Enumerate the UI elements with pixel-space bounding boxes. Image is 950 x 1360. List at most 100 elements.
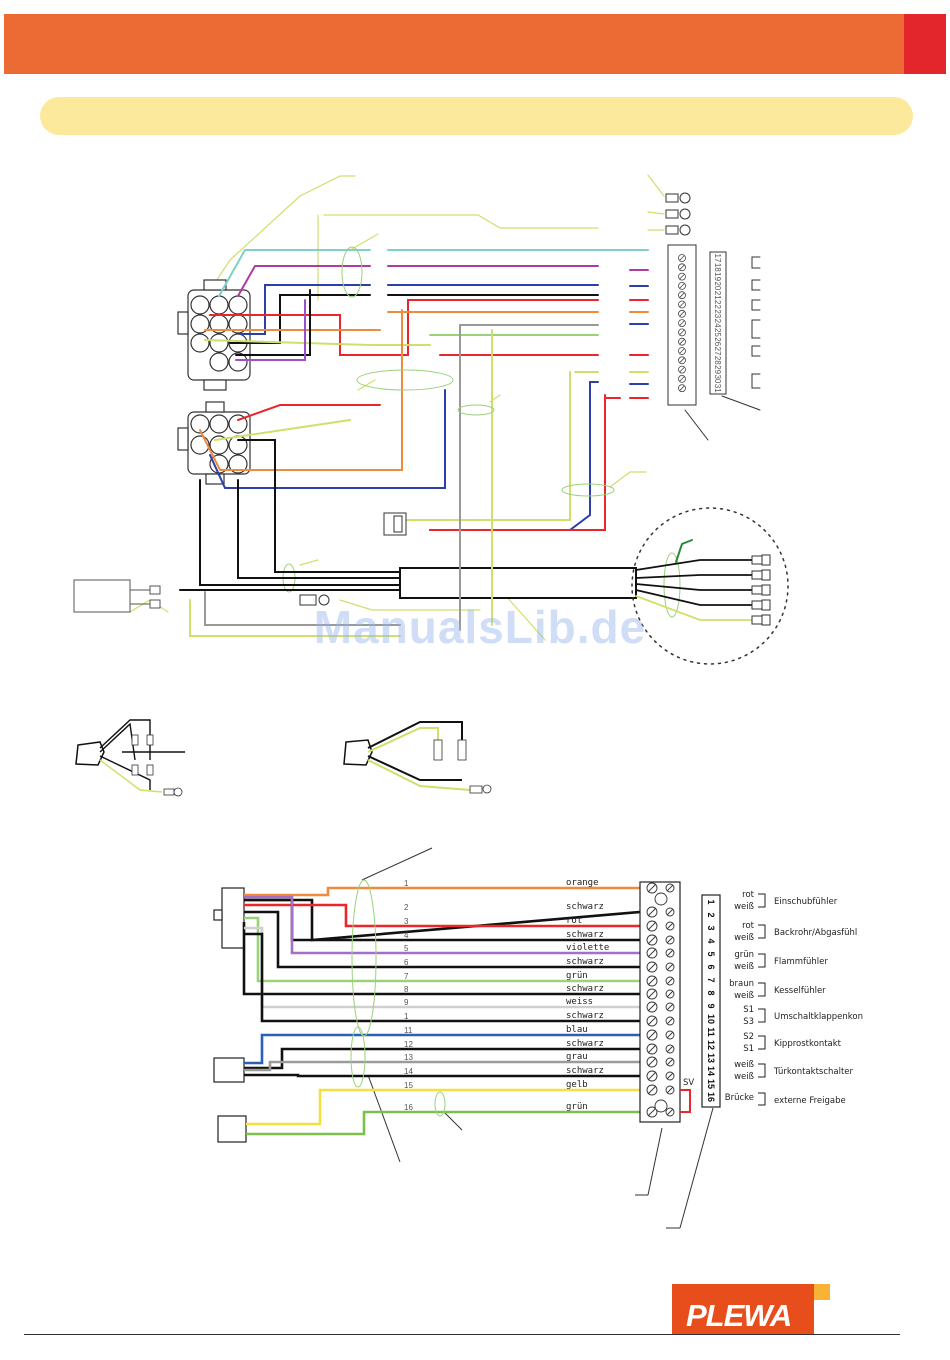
terminal-number: 10 <box>706 1014 716 1024</box>
bottom-wire <box>242 922 640 996</box>
terminal-number: 13 <box>706 1053 716 1063</box>
top-terminal-number: 18 <box>713 263 722 272</box>
group-color-single: Brücke <box>725 1093 754 1103</box>
wire-color-label: rot <box>566 916 582 926</box>
wire-number: 8 <box>404 985 409 994</box>
group-color-top: S2 <box>743 1032 754 1042</box>
wire-color-label: gelb <box>566 1080 588 1090</box>
wire-number: 1 <box>404 1012 409 1021</box>
group-function-label: Flammfühler <box>774 957 828 967</box>
group-function-label: Kipprostkontakt <box>774 1039 842 1049</box>
terminal-number: 15 <box>706 1079 716 1089</box>
group-function-label: externe Freigabe <box>774 1096 846 1106</box>
connector-9pin <box>177 279 251 391</box>
wire-number: 11 <box>404 1026 413 1035</box>
title-pill <box>40 97 913 135</box>
logo-yellow-corner <box>814 1284 830 1300</box>
wire-number: 15 <box>404 1081 413 1090</box>
top-terminal-number: 27 <box>713 347 722 356</box>
wire-number: 13 <box>404 1053 413 1062</box>
group-color-bottom: weiß <box>734 902 754 912</box>
top-terminal-number: 23 <box>713 309 722 318</box>
top-terminal-number: 19 <box>713 272 722 281</box>
wire-color-label: blau <box>566 1025 588 1035</box>
wire-number: 1 <box>404 879 409 888</box>
wire-number: 5 <box>404 944 409 953</box>
wire-color-label: grün <box>566 971 588 981</box>
plewa-logo: PLEWA <box>672 1284 830 1334</box>
wire-color-label: schwarz <box>566 1039 604 1049</box>
wire-color-label: schwarz <box>566 930 604 940</box>
connector-6pin <box>177 401 251 485</box>
wire-number: 9 <box>404 998 409 1007</box>
bottom-wire <box>244 1033 640 1065</box>
terminal-number: 2 <box>706 912 716 917</box>
top-terminal-number: 21 <box>713 291 722 300</box>
bottom-wire <box>244 1060 640 1072</box>
terminal-number: 16 <box>706 1092 716 1102</box>
wire-number: 6 <box>404 958 409 967</box>
top-terminal-number: 26 <box>713 337 722 346</box>
wire-number: 16 <box>404 1103 413 1112</box>
terminal-number: 3 <box>706 925 716 930</box>
top-terminal-number: 25 <box>713 328 722 337</box>
group-color-top: weiß <box>734 1060 754 1070</box>
wire-color-label: schwarz <box>566 957 604 967</box>
bottom-wire <box>246 1110 640 1136</box>
terminal-number: 12 <box>706 1040 716 1050</box>
group-function-label: Umschaltklappenkon <box>774 1012 863 1022</box>
bottom-wire <box>244 916 640 983</box>
terminal-mount-hole <box>654 1099 668 1113</box>
top-terminal-number: 28 <box>713 356 722 365</box>
top-terminal-number: 17 <box>713 254 722 263</box>
terminal-number: 1 <box>706 899 716 904</box>
group-color-top: S1 <box>743 1005 754 1015</box>
terminal-number: 9 <box>706 1003 716 1008</box>
group-color-top: rot <box>742 890 755 900</box>
bottom-wire <box>244 1073 640 1078</box>
wire-number: 2 <box>404 903 409 912</box>
group-color-bottom: weiß <box>734 962 754 972</box>
terminal-number: 7 <box>706 977 716 982</box>
logo-red-block <box>672 1284 814 1334</box>
wire-color-label: grün <box>566 1102 588 1112</box>
group-color-bottom: weiß <box>734 1072 754 1082</box>
terminal-mount-hole <box>654 892 668 906</box>
top-terminal-number: 20 <box>713 281 722 290</box>
header-bar <box>4 14 904 74</box>
group-color-top: grün <box>734 950 754 960</box>
wire-color-label: weiss <box>566 997 593 1007</box>
group-color-top: braun <box>729 979 754 989</box>
wire-color-label: schwarz <box>566 902 604 912</box>
bottom-wire <box>244 1047 640 1070</box>
group-color-bottom: weiß <box>734 991 754 1001</box>
terminal-number: 6 <box>706 964 716 969</box>
wire-number: 4 <box>404 931 409 940</box>
wire-number: 3 <box>404 917 409 926</box>
wire-number: 12 <box>404 1040 413 1049</box>
bottom-wire <box>246 1088 640 1126</box>
wire-color-label: violette <box>566 943 609 953</box>
header-accent <box>904 14 946 74</box>
terminal-number: 4 <box>706 938 716 943</box>
group-function-label: Kesselfühler <box>774 986 826 996</box>
footer-line <box>24 1334 900 1335</box>
group-color-top: rot <box>742 921 755 931</box>
wire-color-label: grau <box>566 1052 588 1062</box>
group-function-label: Einschubfühler <box>774 897 838 907</box>
wire-number: 14 <box>404 1067 413 1076</box>
wire-color-label: schwarz <box>566 1011 604 1021</box>
bottom-wire <box>244 886 640 897</box>
top-terminal-number: 22 <box>713 300 722 309</box>
group-color-bottom: S1 <box>743 1044 754 1054</box>
top-terminal-number: 31 <box>713 384 722 393</box>
top-terminal-number: 29 <box>713 365 722 374</box>
wire-number: 7 <box>404 972 409 981</box>
wire-color-label: orange <box>566 878 599 888</box>
detail-sketches <box>75 719 492 797</box>
bottom-wire <box>244 910 640 969</box>
wire-color-label: schwarz <box>566 984 604 994</box>
